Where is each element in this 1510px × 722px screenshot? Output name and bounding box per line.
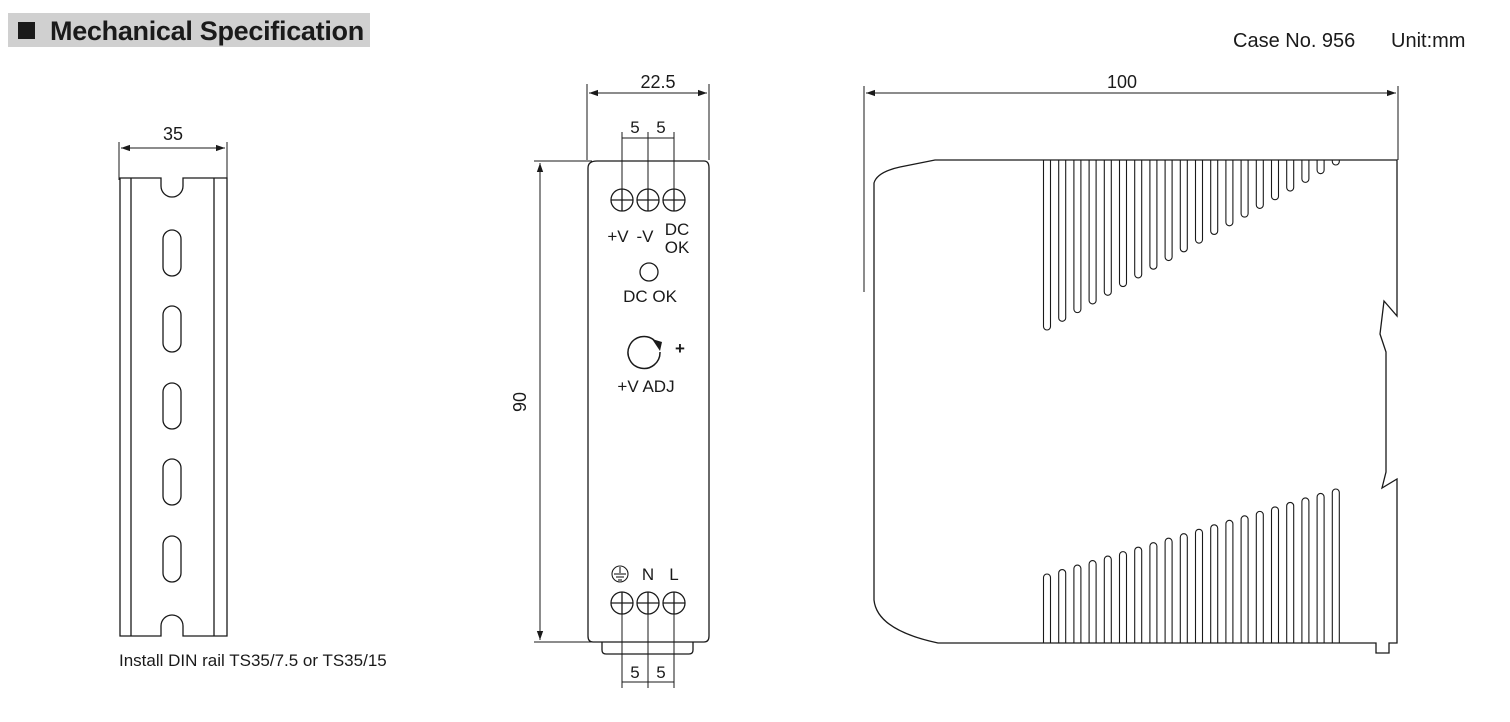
vent-slot-lower xyxy=(1179,533,1188,643)
unit-label: Unit:mm xyxy=(1391,30,1466,52)
vent-slot-lower xyxy=(1270,506,1280,643)
terminal-n-label: N xyxy=(642,565,654,584)
terminal-minus-v-label: -V xyxy=(637,227,655,246)
vent-slot-upper xyxy=(1134,160,1143,279)
terminal-l-label: L xyxy=(669,565,678,584)
adjust-label: +V ADJ xyxy=(617,377,674,396)
vent-slot-lower xyxy=(1255,510,1264,643)
vent-slot-upper xyxy=(1194,160,1204,244)
vent-slot-lower xyxy=(1301,497,1310,643)
vent-slot-upper xyxy=(1210,160,1219,236)
section-title: Mechanical Specification xyxy=(50,16,364,46)
top-pitch-left-label: 5 xyxy=(630,118,639,137)
vent-slot-lower xyxy=(1210,524,1219,643)
vent-slot-lower xyxy=(1058,568,1067,643)
vent-slot-upper xyxy=(1088,160,1097,305)
vent-slot-upper xyxy=(1316,160,1325,175)
adjust-plus-label: + xyxy=(675,339,685,358)
section-header: Mechanical Specification xyxy=(8,13,370,47)
vent-slot-lower xyxy=(1134,546,1143,643)
rail-outline xyxy=(119,177,228,637)
vent-slot-lower xyxy=(1149,542,1158,643)
vent-slot-lower xyxy=(1118,551,1128,643)
din-rail-view xyxy=(118,142,228,637)
vent-slot-lower xyxy=(1225,519,1234,643)
vent-slot-lower xyxy=(1194,528,1204,643)
terminal-dc-ok-line2: OK xyxy=(665,238,690,257)
vent-slot-lower xyxy=(1088,560,1097,643)
vent-slot-lower xyxy=(1073,564,1082,643)
vent-slot-upper xyxy=(1331,160,1340,166)
voltage-adjust-knob-icon xyxy=(627,335,662,370)
side-length-label: 100 xyxy=(1107,72,1137,92)
side-vent-slots xyxy=(1042,160,1340,643)
vent-slot-upper xyxy=(1255,160,1264,209)
side-view xyxy=(863,86,1399,654)
front-housing xyxy=(587,160,710,643)
front-view xyxy=(534,84,710,688)
vent-slot-lower xyxy=(1240,515,1249,643)
terminal-plus-v-label: +V xyxy=(607,227,629,246)
rail-slot xyxy=(162,382,182,430)
led-label: DC OK xyxy=(623,287,678,306)
earth-ground-icon xyxy=(611,565,629,583)
case-number: Case No. 956 xyxy=(1233,30,1356,52)
vent-slot-upper xyxy=(1179,160,1188,253)
side-housing xyxy=(873,159,1398,654)
square-bullet-icon xyxy=(18,22,35,39)
vent-slot-lower xyxy=(1103,555,1112,643)
front-height-label: 90 xyxy=(510,392,530,412)
rail-install-note: Install DIN rail TS35/7.5 or TS35/15 xyxy=(119,651,387,670)
rail-width-label: 35 xyxy=(163,124,183,144)
vent-slot-upper xyxy=(1103,160,1112,296)
vent-slot-upper xyxy=(1270,160,1280,201)
vent-slot-upper xyxy=(1240,160,1249,218)
vent-slot-lower xyxy=(1164,537,1173,643)
vent-slot-lower xyxy=(1331,488,1340,643)
top-terminal-block xyxy=(610,188,686,212)
vent-slot-upper xyxy=(1149,160,1158,270)
terminal-dc-ok-line1: DC xyxy=(665,220,690,239)
rail-slot xyxy=(162,305,182,353)
vent-slot-upper xyxy=(1301,160,1310,183)
bottom-pitch-left-label: 5 xyxy=(630,663,639,682)
vent-slot-upper xyxy=(1118,160,1128,288)
vent-slot-lower xyxy=(1316,492,1325,643)
vent-slot-upper xyxy=(1058,160,1067,322)
vent-slot-upper xyxy=(1042,160,1052,331)
dc-ok-led-icon xyxy=(639,262,659,282)
top-pitch-right-label: 5 xyxy=(656,118,665,137)
rail-slot xyxy=(162,229,182,277)
front-width-label: 22.5 xyxy=(640,72,675,92)
rail-slot xyxy=(162,535,182,583)
vent-slot-lower xyxy=(1286,501,1295,643)
vent-slot-lower xyxy=(1042,573,1052,643)
vent-slot-upper xyxy=(1225,160,1234,227)
bottom-terminal-block xyxy=(610,591,686,615)
vent-slot-upper xyxy=(1073,160,1082,314)
bottom-pitch-right-label: 5 xyxy=(656,663,665,682)
rail-slot xyxy=(162,458,182,506)
vent-slot-upper xyxy=(1286,160,1295,192)
vent-slot-upper xyxy=(1164,160,1173,262)
